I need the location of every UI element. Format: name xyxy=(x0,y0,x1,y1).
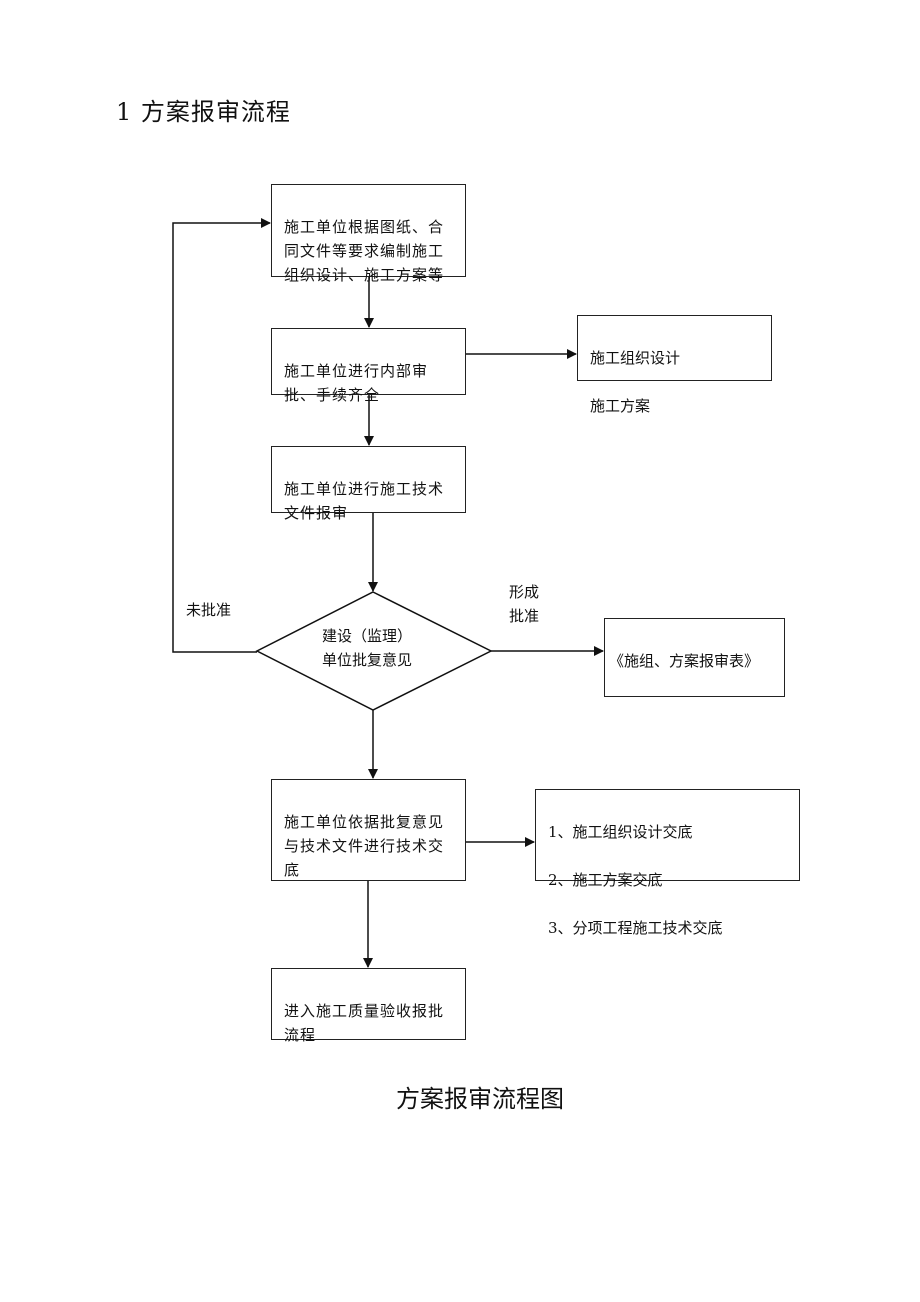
step1-box: 施工单位根据图纸、合同文件等要求编制施工组织设计、施工方案等 xyxy=(271,184,466,284)
diagram-caption: 方案报审流程图 xyxy=(396,1085,564,1113)
feedback-loop-line xyxy=(172,218,271,653)
rejected-label: 未批准 xyxy=(186,601,232,619)
output3-item-3: 3、分项工程施工技术交底 xyxy=(548,919,723,937)
step5-text: 进入施工质量验收报批流程 xyxy=(284,1002,445,1044)
step4-text: 施工单位依据批复意见与技术文件进行技术交底 xyxy=(284,813,445,879)
decision-line1: 建设（监理） xyxy=(322,627,413,645)
output3-item-2: 2、施工方案交底 xyxy=(548,871,663,889)
step5-box: 进入施工质量验收报批流程 xyxy=(271,968,466,1044)
step2-box: 施工单位进行内部审批、手续齐全 xyxy=(271,328,466,404)
output1-box: 施工组织设计 施工方案 xyxy=(577,315,772,415)
output2-box: 《施组、方案报审表》 xyxy=(604,618,785,697)
output1-line1: 施工组织设计 xyxy=(590,349,681,367)
decision-line2: 单位批复意见 xyxy=(322,651,413,669)
step4-box: 施工单位依据批复意见与技术文件进行技术交底 xyxy=(271,779,466,881)
approved-label: 形成 批准 xyxy=(509,580,539,628)
step3-box: 施工单位进行施工技术文件报审 xyxy=(271,446,466,522)
decision-text: 建设（监理） 单位批复意见 xyxy=(322,624,412,672)
approved-label-line2: 批准 xyxy=(509,607,540,625)
step1-text: 施工单位根据图纸、合同文件等要求编制施工组织设计、施工方案等 xyxy=(284,218,445,284)
step2-text: 施工单位进行内部审批、手续齐全 xyxy=(284,362,429,404)
section-heading: 1 方案报审流程 xyxy=(116,98,291,126)
output3-box: 1、施工组织设计交底 2、施工方案交底 3、分项工程施工技术交底 xyxy=(535,789,800,937)
output2-text: 《施组、方案报审表》 xyxy=(609,652,760,670)
approved-label-line1: 形成 xyxy=(509,583,540,601)
output1-line2: 施工方案 xyxy=(590,397,651,415)
output3-item-1: 1、施工组织设计交底 xyxy=(548,823,693,841)
step3-text: 施工单位进行施工技术文件报审 xyxy=(284,480,445,522)
